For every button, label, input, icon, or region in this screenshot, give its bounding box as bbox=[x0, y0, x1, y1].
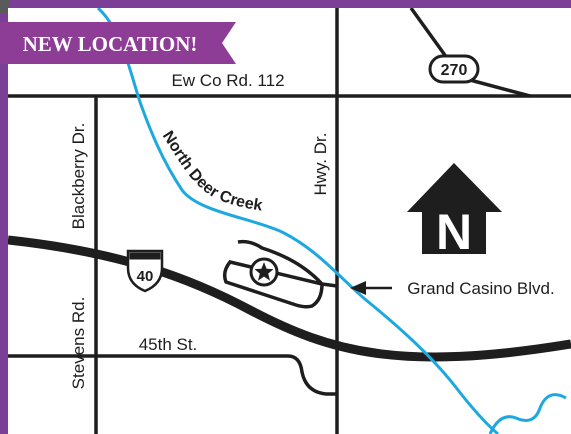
north-deer-creek bbox=[96, 8, 499, 434]
stevens-rd-label: Stevens Rd. bbox=[69, 297, 88, 390]
star-icon bbox=[254, 262, 274, 281]
map-area bbox=[8, 8, 571, 434]
road-270-north bbox=[409, 8, 449, 60]
ew-co-rd-112-label: Ew Co Rd. 112 bbox=[171, 71, 284, 90]
casino-marker bbox=[249, 257, 279, 287]
road-270-south bbox=[469, 78, 531, 98]
arrow-left-icon bbox=[350, 281, 366, 295]
route-270-shield: 270 bbox=[428, 54, 480, 84]
grand-casino-blvd-label: Grand Casino Blvd. bbox=[407, 279, 554, 298]
casino-loop-road bbox=[222, 239, 338, 309]
hwy-dr-label: Hwy. Dr. bbox=[311, 133, 330, 196]
45th-st-label: 45th St. bbox=[139, 335, 198, 354]
north-arrow-letter: N bbox=[436, 204, 472, 260]
road-45th-st bbox=[8, 354, 337, 396]
pointer-arrow bbox=[350, 281, 392, 295]
north-arrow-icon bbox=[407, 163, 502, 254]
banner-text: NEW LOCATION! bbox=[23, 32, 198, 56]
map-corner bbox=[0, 0, 9, 14]
north-arrow: N bbox=[407, 163, 502, 260]
interstate-40-road bbox=[8, 235, 571, 362]
creek-meander bbox=[488, 393, 567, 434]
interstate-40-shield: 40 bbox=[126, 249, 164, 293]
banner-ribbon bbox=[0, 22, 236, 64]
route-270-label: 270 bbox=[441, 62, 468, 79]
new-location-banner: NEW LOCATION! bbox=[0, 22, 236, 64]
interstate-40-label: 40 bbox=[137, 268, 154, 285]
blackberry-dr-label: Blackberry Dr. bbox=[69, 123, 88, 230]
